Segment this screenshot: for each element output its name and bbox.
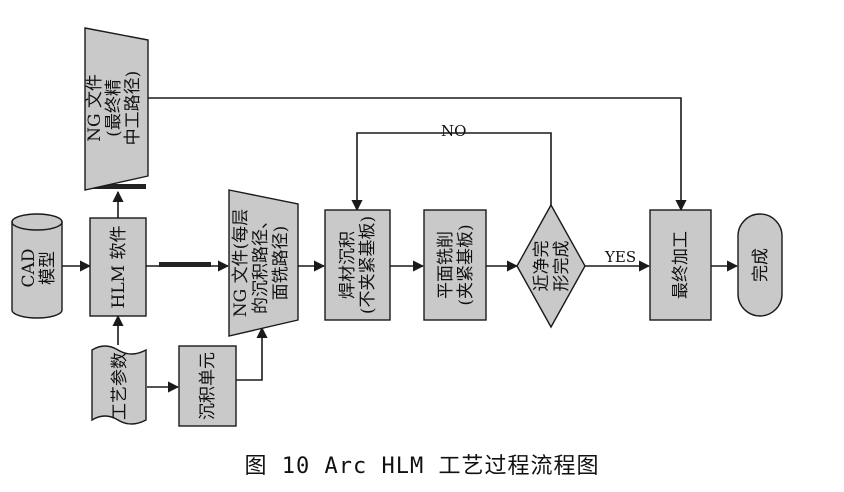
- edge-ng-top-to-final: [148, 97, 687, 212]
- ng-final-line1: NG 文件: [85, 74, 105, 142]
- decision-line1: 近净完: [532, 241, 552, 292]
- params-label: 工艺参数: [110, 352, 130, 420]
- ng-layer-line1: NG 文件(每层: [231, 209, 251, 318]
- deposit-label: 沉积单元: [198, 352, 218, 420]
- done-label: 完成: [751, 248, 771, 282]
- weld-line1: 焊材沉积: [338, 231, 358, 299]
- done-terminal: [737, 213, 783, 317]
- edge-label-no: NO: [441, 122, 466, 140]
- deposition-unit-node: [178, 345, 237, 427]
- plane-milling-node: [423, 209, 487, 321]
- final-label: 最终加工: [671, 231, 691, 299]
- hlm-software-node: [89, 217, 147, 317]
- ng-layer-line2: 的沉积路径、: [251, 212, 271, 314]
- ng-final-line2: (最终精: [104, 79, 124, 137]
- cad-model-node: [11, 213, 63, 319]
- final-machining-node: [649, 209, 712, 321]
- figure-caption: 图 10 Arc HLM 工艺过程流程图: [244, 454, 600, 479]
- mill-line1: 平面铣削: [436, 231, 456, 299]
- edge-decision-no-to-weld: [351, 132, 552, 212]
- ng-final-line3: 中工路径): [123, 71, 143, 146]
- arrow-label-blur: [91, 184, 146, 189]
- cad-line2: 模型: [38, 251, 58, 285]
- ng-file-layer-node: [228, 189, 299, 337]
- hlm-label: HLM 软件: [109, 226, 129, 309]
- ng-file-final-node: [84, 27, 149, 191]
- near-net-shape-decision: [516, 203, 586, 329]
- edge-deposit-to-ng-mid: [236, 326, 268, 381]
- mill-line2: (夹紧基板): [456, 224, 476, 305]
- weld-deposition-node: [324, 209, 391, 321]
- edge-label-yes: YES: [604, 248, 636, 266]
- cad-line1: CAD: [19, 249, 39, 288]
- weld-line2: (不夹紧基板): [358, 216, 378, 314]
- ng-layer-line3: 面铣路径): [271, 226, 291, 301]
- decision-line2: 形完成: [552, 241, 572, 292]
- process-params-node: [91, 345, 147, 425]
- arrow-label-blur: [159, 262, 211, 267]
